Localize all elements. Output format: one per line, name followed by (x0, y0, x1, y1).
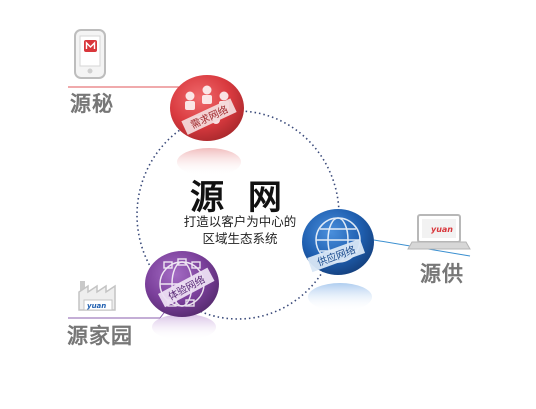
endpoint-label-yuanmi: 源秘 (70, 92, 114, 116)
experience-network-node: 体验网络 (145, 251, 219, 340)
factory-icon: yuan (78, 281, 116, 311)
factory-sign-logo: yuan (87, 302, 106, 310)
endpoint-label-yuanjiayuan: 源家园 (67, 324, 133, 348)
supply-network-node: 供应网络 (302, 209, 374, 311)
center-subtitle-line1: 打造以客户为中心的 (183, 214, 297, 229)
mobile-phone-icon (74, 29, 106, 79)
laptop-icon: yuan (407, 214, 471, 250)
endpoint-label-yuangong: 源供 (420, 262, 464, 286)
center-subtitle-line2: 区域生态系统 (202, 231, 278, 246)
laptop-screen-logo: yuan (431, 225, 453, 234)
demand-network-node: 需求网络 (170, 75, 244, 176)
center-title: 源 网 (190, 178, 288, 218)
